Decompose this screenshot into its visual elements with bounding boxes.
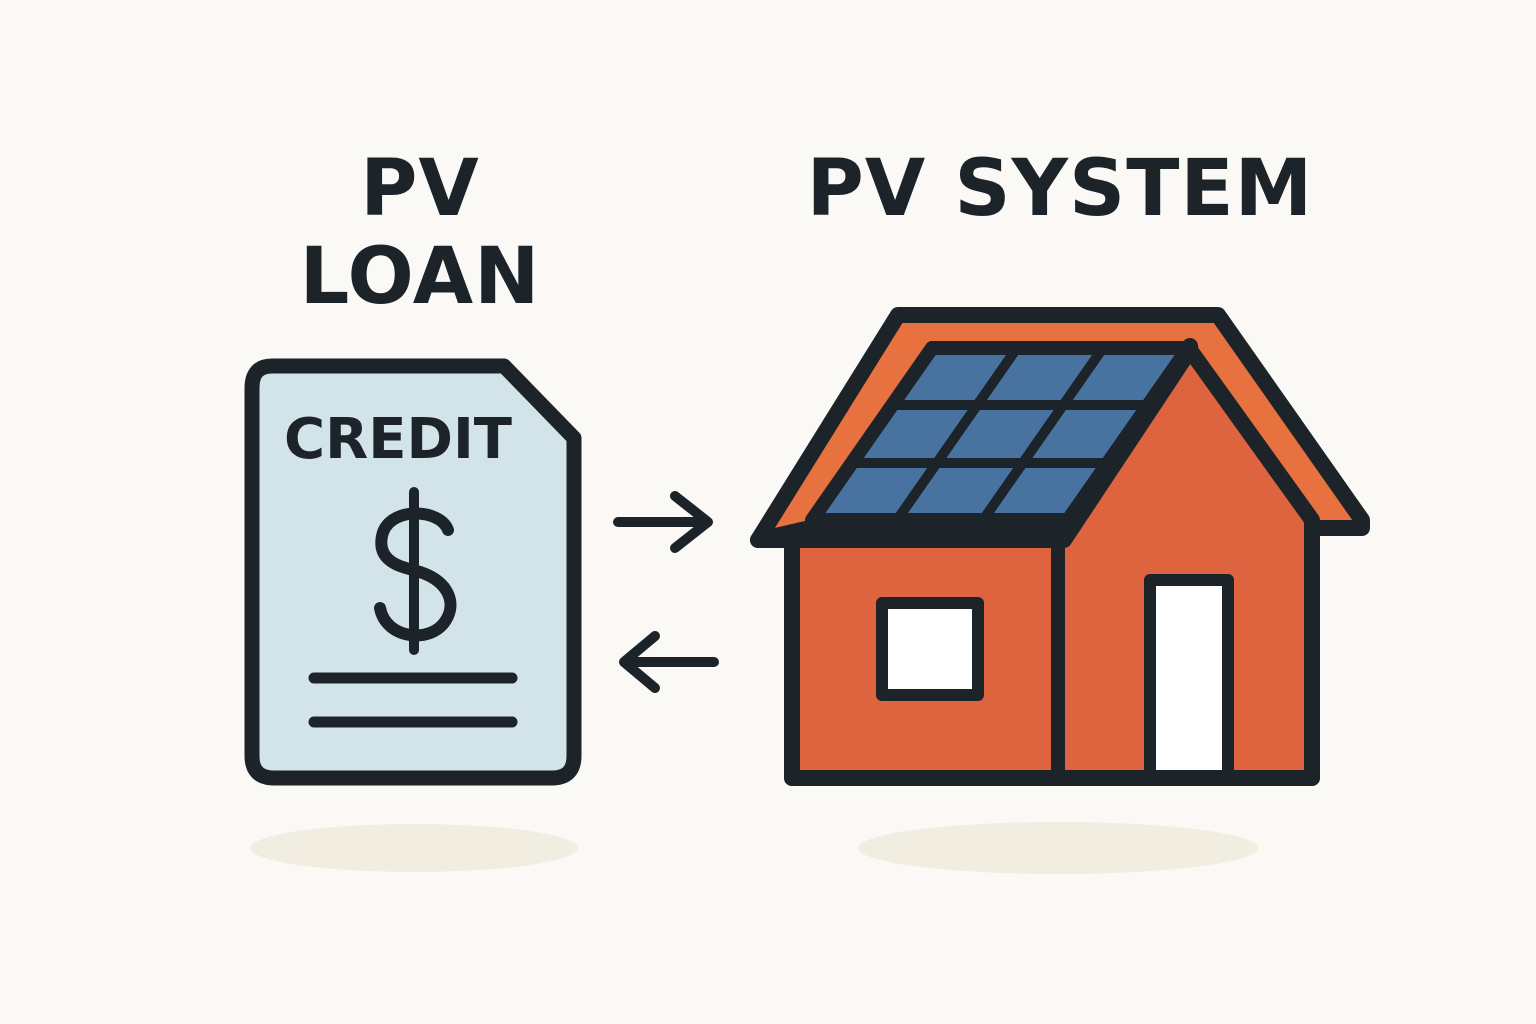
document-shadow — [250, 824, 578, 872]
credit-document-icon: CREDIT — [244, 358, 582, 786]
pv-loan-title: PV LOAN — [220, 150, 620, 316]
pv-loan-title-line2: LOAN — [299, 232, 541, 322]
house-window — [876, 597, 984, 701]
solar-panel-col-line-1 — [892, 345, 1022, 523]
solar-panel-col-line-2 — [978, 345, 1108, 523]
house-shadow — [858, 822, 1258, 874]
credit-label: CREDIT — [284, 407, 512, 472]
house-with-solar-panels-icon — [750, 307, 1370, 786]
dollar-s-curve — [374, 507, 457, 642]
pv-system-title: PV SYSTEM — [806, 144, 1314, 234]
pv-loan-title-line1: PV — [360, 144, 480, 234]
arrow-right-icon — [613, 491, 713, 553]
arrow-left-icon — [619, 631, 719, 693]
house-door — [1144, 574, 1234, 782]
